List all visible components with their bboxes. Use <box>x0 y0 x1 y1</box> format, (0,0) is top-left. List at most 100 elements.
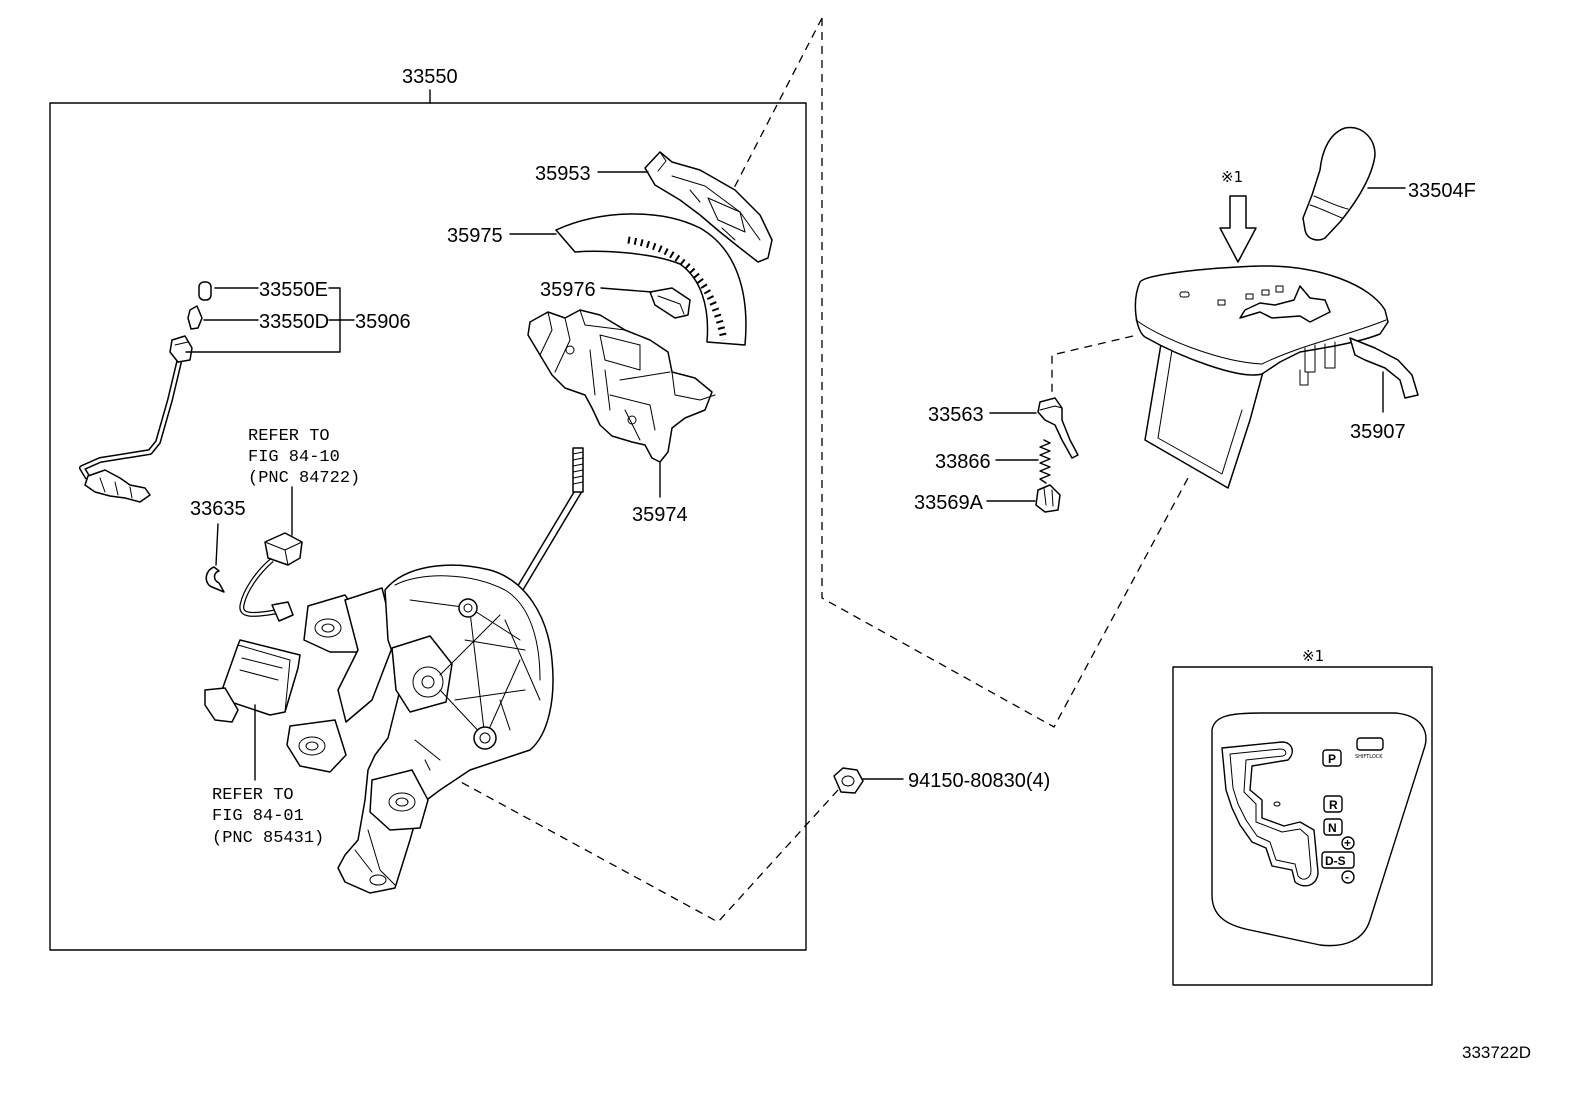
detail-line <box>707 197 746 233</box>
reference-line: REFER TO <box>248 427 330 446</box>
callout-33635: 33635 <box>190 498 246 520</box>
bulb <box>198 281 212 301</box>
down-arrow-icon <box>1219 195 1257 263</box>
inset-mark: ※1 <box>1302 647 1324 665</box>
thread-lines <box>572 451 584 485</box>
module-connector <box>204 687 239 723</box>
indicator-window <box>1179 291 1190 298</box>
mount-ring-inner <box>321 623 335 633</box>
leg-detail <box>354 829 396 886</box>
connector-bottom <box>84 469 151 503</box>
gate-box-drive <box>1321 851 1355 869</box>
gate-dot <box>1273 801 1281 807</box>
spring <box>1039 439 1051 484</box>
detail-line <box>174 341 189 346</box>
callout-94150-80830: 94150-80830(4) <box>908 770 1050 792</box>
part-33504F: 33504F <box>1302 126 1476 241</box>
mount-boss <box>458 598 478 618</box>
detail-line <box>1039 405 1063 411</box>
detail-line <box>99 477 133 499</box>
assembly-box <box>49 102 807 951</box>
flange-middle <box>391 635 453 713</box>
detail-line <box>619 371 671 381</box>
inset-box <box>1172 666 1433 986</box>
mount-ring <box>298 736 326 756</box>
callout-33866: 33866 <box>935 451 991 473</box>
detail-line <box>579 309 626 331</box>
reference-line: (PNC 85431) <box>212 829 324 848</box>
knob-trim-band <box>1313 195 1349 210</box>
dashed-line-nut <box>447 774 839 923</box>
part-33550D: 33550D <box>187 305 329 333</box>
switch-wire-fill <box>240 559 276 616</box>
gate-slot-inner <box>1229 748 1312 880</box>
flange-lower-left <box>286 719 347 773</box>
plate-edge-line <box>1135 319 1387 365</box>
shift-gate-inset: ※1 P SHIFTLOCK R N + D-S - <box>1172 647 1433 986</box>
detail-line <box>589 349 641 441</box>
gate-slot <box>1239 285 1331 323</box>
nut-hole <box>841 775 855 787</box>
shift-lock-button <box>1356 737 1384 751</box>
skirt-inner-line <box>1157 349 1243 475</box>
knob-trim-band <box>1309 204 1343 219</box>
dashed-line-lock <box>1051 335 1134 394</box>
bulb <box>187 305 203 330</box>
part-outline <box>527 309 713 463</box>
gate-label-drive: D-S <box>1325 854 1346 868</box>
callout-33563: 33563 <box>928 404 984 426</box>
callout-33550D: 33550D <box>259 311 329 333</box>
housing-detail <box>414 699 511 771</box>
connection-lines <box>447 17 1189 923</box>
callout-35953: 35953 <box>535 163 591 185</box>
part-35974: 35974 <box>527 309 716 526</box>
part-94150-80830: 94150-80830(4) <box>833 767 1050 794</box>
detail-hole <box>565 345 575 355</box>
detail-line <box>264 541 303 566</box>
part-33563: 33563 <box>928 397 1079 459</box>
gate-plus-ring <box>1341 836 1355 850</box>
callout-35976: 35976 <box>540 279 596 301</box>
detail-line <box>671 175 761 241</box>
detail-line <box>657 151 667 172</box>
detail-line <box>554 317 571 373</box>
mount-ring <box>314 618 342 638</box>
callout-33550E: 33550E <box>259 279 328 301</box>
indicator-window <box>1261 289 1270 296</box>
detail-line <box>1043 487 1054 507</box>
gate-box-reverse <box>1323 795 1343 813</box>
part-outline <box>555 213 747 346</box>
gate-label-neutral: N <box>1328 821 1337 835</box>
callout-33504F: 33504F <box>1408 180 1476 202</box>
part-35975: 35975 <box>447 213 747 346</box>
reference-switch: REFER TO FIG 84-10 (PNC 84722) <box>239 427 360 622</box>
mount-ring-inner <box>395 797 409 807</box>
reference-line: REFER TO <box>212 786 294 805</box>
dashed-line-console <box>821 18 1189 728</box>
part-33635: 33635 <box>190 498 246 593</box>
part-35906 <box>79 335 193 503</box>
part-33569A: 33569A <box>914 484 1061 514</box>
switch-plug <box>271 601 294 622</box>
connector-top <box>169 335 193 363</box>
reference-line: FIG 84-10 <box>248 448 340 467</box>
indicator-window <box>1245 293 1254 300</box>
console-cover <box>1134 265 1389 489</box>
flange-lower <box>369 769 429 831</box>
part-outline <box>1037 397 1079 459</box>
mount-ring <box>369 874 387 886</box>
lattice-rib <box>439 611 541 739</box>
arm-left <box>337 587 396 723</box>
mount-ring <box>388 792 416 812</box>
reference-line: FIG 84-01 <box>212 807 304 826</box>
main-assembly-frame: 33550 <box>49 66 807 951</box>
callout-35974: 35974 <box>632 504 688 526</box>
arrow-mark: ※1 <box>1221 168 1243 186</box>
detail-line <box>237 644 291 713</box>
detail-line <box>671 371 716 401</box>
mount-boss <box>412 666 444 698</box>
part-35953: 35953 <box>535 151 773 263</box>
bracket-35906: 35906 <box>185 287 411 353</box>
part-33866: 33866 <box>935 439 1051 484</box>
